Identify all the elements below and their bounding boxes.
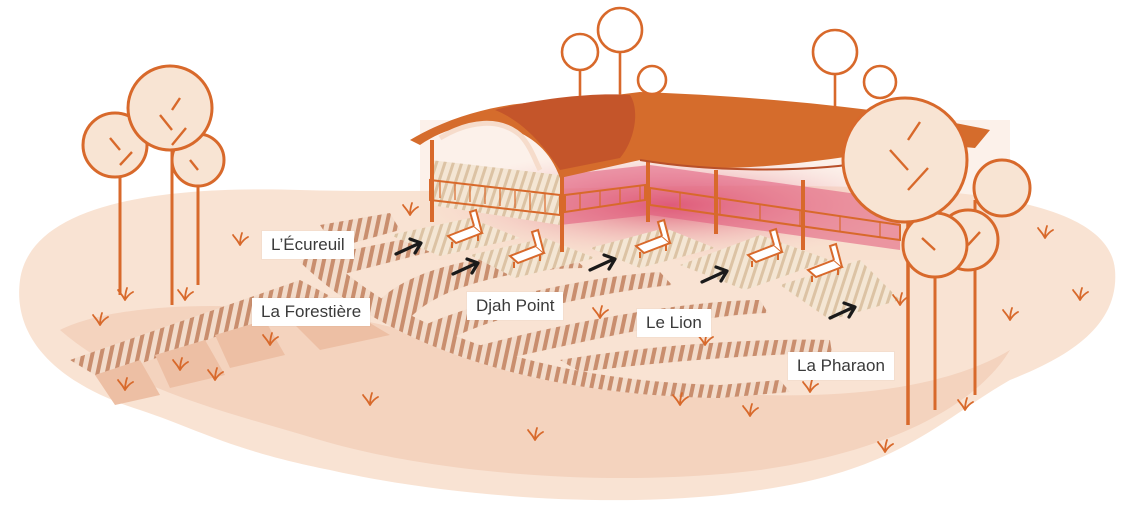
- zone-label-forestiere[interactable]: La Forestière: [252, 298, 371, 326]
- tree-icon: [81, 64, 226, 305]
- pavilion-building: [410, 92, 990, 252]
- tree-icon: [841, 96, 1032, 425]
- zone-label-ecureuil[interactable]: L’Écureuil: [262, 231, 354, 259]
- zone-label-le-lion[interactable]: Le Lion: [637, 309, 711, 337]
- tree-icon: [560, 6, 898, 110]
- garden-beds: [95, 305, 390, 405]
- zone-label-la-pharaon[interactable]: La Pharaon: [788, 352, 894, 380]
- zone-label-djah-point[interactable]: Djah Point: [467, 292, 564, 320]
